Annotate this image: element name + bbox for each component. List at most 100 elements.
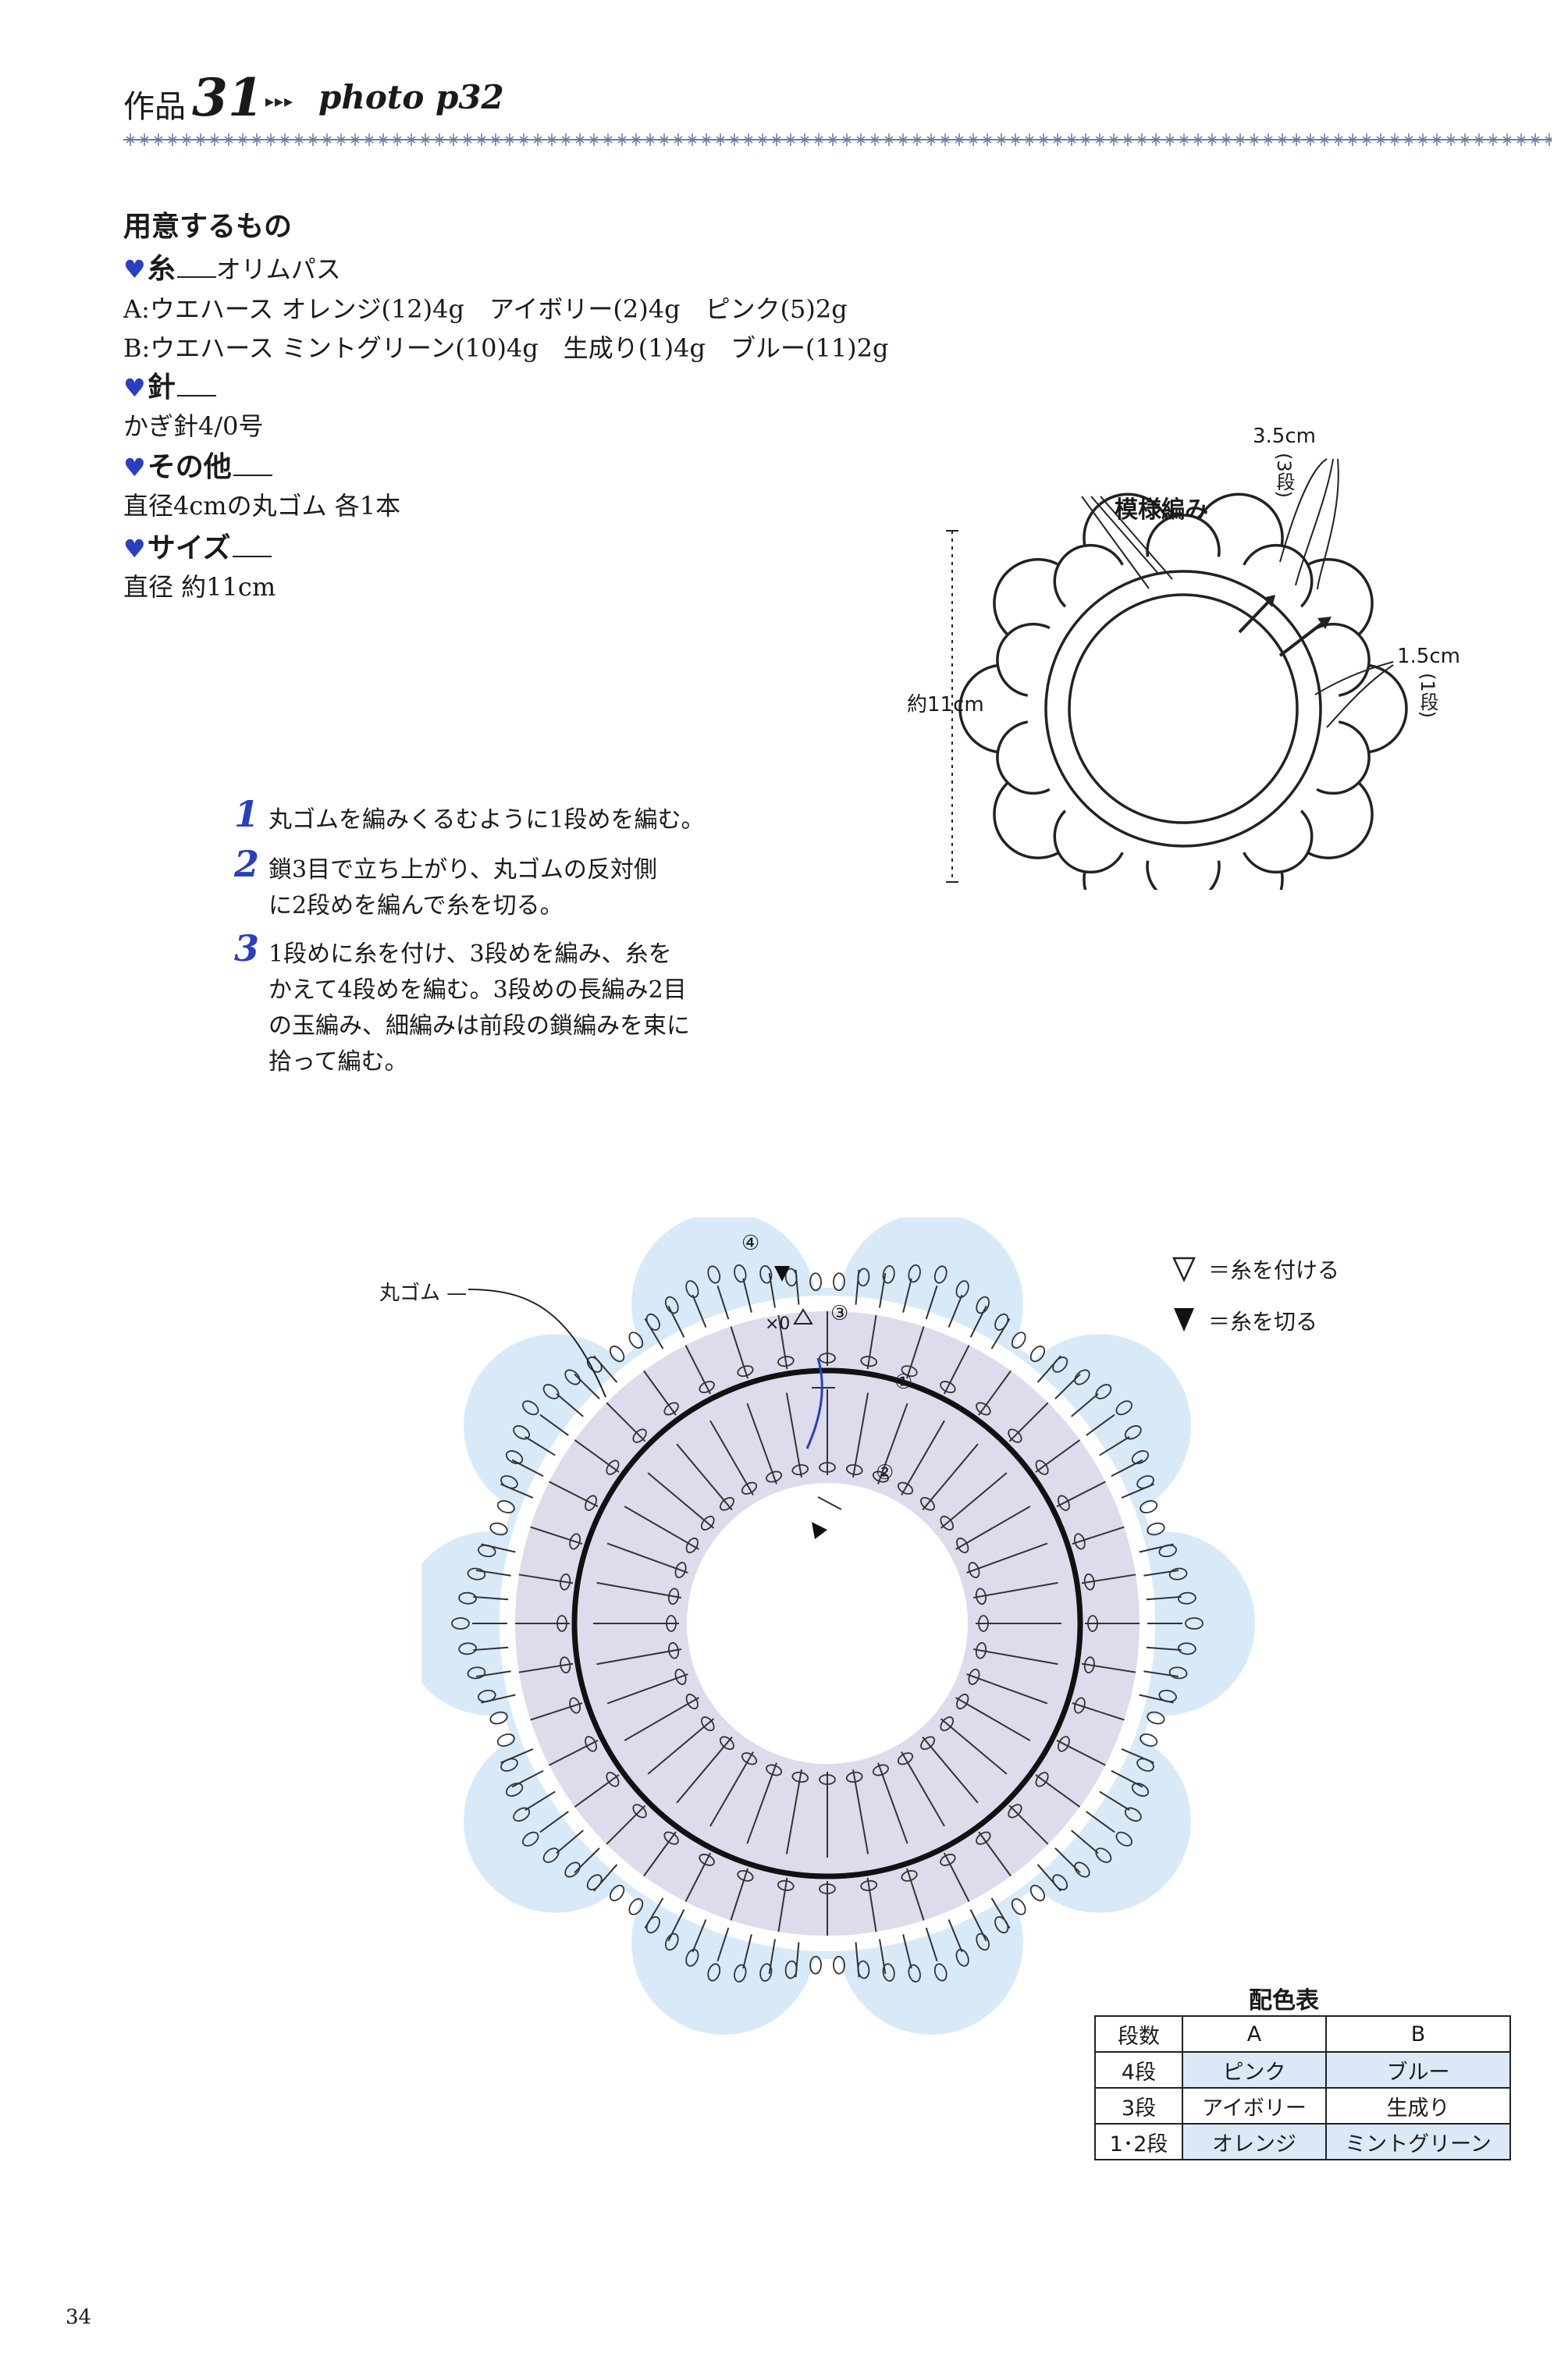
- stitch-mark: [1099, 1436, 1130, 1456]
- stitch-mark: [500, 1483, 534, 1499]
- stitch-mark: [511, 1769, 544, 1788]
- stitch-mark: [481, 1694, 516, 1704]
- label-elastic: 丸ゴム —: [379, 1282, 468, 1305]
- stitch-mark: [730, 1326, 748, 1379]
- stitch-mark: [948, 1294, 963, 1328]
- stitch-mark: [879, 1272, 887, 1308]
- chain-mark: [458, 1591, 478, 1605]
- stitch-mark: [624, 1697, 699, 1741]
- stitch-mark: [1072, 1702, 1125, 1721]
- stitch-mark: [866, 1314, 877, 1370]
- chain-mark: [585, 1736, 597, 1752]
- stitch-mark: [539, 1413, 569, 1436]
- step-line: 拾って編む。: [268, 1048, 408, 1076]
- chain-mark: [933, 1265, 948, 1284]
- cut-mark-row4: [774, 1266, 790, 1282]
- stitch-mark: [511, 1459, 544, 1477]
- chain-mark: [1087, 1615, 1098, 1632]
- stitch-mark: [1146, 1646, 1182, 1652]
- chain-mark: [700, 1716, 715, 1732]
- stitch-mark: [1121, 1483, 1154, 1499]
- chain-mark: [674, 1562, 687, 1579]
- stitch-mark: [768, 1272, 776, 1308]
- chain-mark: [978, 1615, 989, 1632]
- yarn-heading-row: ♥糸オリムパス: [123, 254, 341, 283]
- chain-mark: [956, 1537, 969, 1554]
- chain-mark: [976, 1933, 990, 1951]
- chain-mark: [467, 1666, 486, 1680]
- chain-mark: [663, 1831, 679, 1845]
- chain-mark: [809, 1955, 822, 1975]
- chain-mark: [1073, 1697, 1086, 1714]
- stitch-mark: [647, 1718, 715, 1775]
- chain-mark: [777, 1356, 795, 1367]
- stitch-mark: [972, 1581, 1058, 1598]
- yarn-a: A:ウエハース オレンジ(12)4g アイボリー(2)4g ピンク(5)2g: [123, 294, 848, 324]
- table-header-row: 段数 A B: [1094, 2015, 1511, 2053]
- stitch-mark: [855, 1269, 860, 1305]
- chain-mark: [542, 1847, 560, 1863]
- stitch-mark: [877, 1403, 908, 1485]
- chain-mark: [1177, 1642, 1196, 1655]
- table-header-cell: 段数: [1094, 2015, 1183, 2053]
- stitch-mark: [925, 1927, 938, 1962]
- table-cell: 1･2段: [1094, 2123, 1183, 2160]
- stitch-mark: [606, 1542, 688, 1573]
- stitch-mark: [879, 1939, 887, 1975]
- row-3-label: ③: [830, 1302, 849, 1325]
- label-3-dan: (3段): [1273, 453, 1295, 498]
- chain-mark: [1177, 1591, 1196, 1605]
- cut-mark-row2: [812, 1522, 827, 1539]
- stitch-mark: [922, 1443, 979, 1511]
- chain-mark: [628, 1332, 644, 1349]
- stitch-mark: [530, 1702, 583, 1721]
- stitch-mark: [943, 1852, 970, 1902]
- chain-mark: [707, 1963, 721, 1982]
- step-number: 3: [234, 927, 260, 969]
- stitch-mark: [1054, 1847, 1081, 1874]
- page-number: 34: [66, 2306, 92, 2329]
- chain-mark: [819, 1883, 836, 1894]
- chart-stitches: [451, 1264, 1204, 1983]
- heart-icon: ♥: [123, 254, 146, 284]
- stitch-mark: [606, 1673, 688, 1705]
- chain-mark: [908, 1964, 921, 1983]
- stitch-mark: [730, 1868, 748, 1921]
- table-cell: 生成り: [1325, 2087, 1511, 2125]
- step-line: 1段めに糸を付け、3段めを編み、糸を: [268, 941, 672, 968]
- other-item: 直径4cmの丸ゴム 各1本: [123, 491, 401, 521]
- stitch-mark: [1086, 1413, 1115, 1436]
- stitch-mark: [716, 1285, 730, 1320]
- step-line: に2段めを編んで糸を切る。: [268, 892, 564, 919]
- stitch-mark: [473, 1646, 509, 1652]
- chain-mark: [609, 1884, 625, 1901]
- stitch-mark: [1008, 1402, 1049, 1442]
- yarn-heading: 糸: [147, 252, 176, 285]
- stitch-mark: [716, 1927, 730, 1962]
- chain-mark: [766, 1764, 783, 1776]
- stitch-mark: [777, 1314, 788, 1370]
- chain-mark: [1168, 1567, 1188, 1581]
- chain-mark: [628, 1898, 644, 1915]
- chain-mark: [1008, 1428, 1022, 1443]
- chain-mark: [1058, 1495, 1070, 1511]
- chain-mark: [759, 1265, 773, 1284]
- chain-mark: [976, 1831, 991, 1845]
- stitch-mark: [1139, 1694, 1174, 1704]
- stitch-mark: [785, 1769, 802, 1854]
- chain-mark: [833, 1955, 845, 1975]
- chain-mark: [606, 1772, 620, 1787]
- needle-heading: 針: [147, 371, 176, 404]
- stitch-mark: [1056, 1481, 1106, 1508]
- stitch-mark: [1121, 1748, 1154, 1764]
- table-row: 4段 ピンク ブルー: [1094, 2051, 1511, 2089]
- chain-mark: [1115, 1831, 1132, 1847]
- stitch-mark: [972, 1648, 1058, 1666]
- chain-mark: [741, 1481, 758, 1495]
- chain-mark: [976, 1296, 990, 1314]
- chain-mark: [737, 1365, 754, 1378]
- stitch-mark: [624, 1506, 699, 1550]
- chain-mark: [609, 1346, 625, 1363]
- photo-reference: photo p32: [318, 78, 504, 116]
- table-cell: ミントグリーン: [1325, 2123, 1511, 2160]
